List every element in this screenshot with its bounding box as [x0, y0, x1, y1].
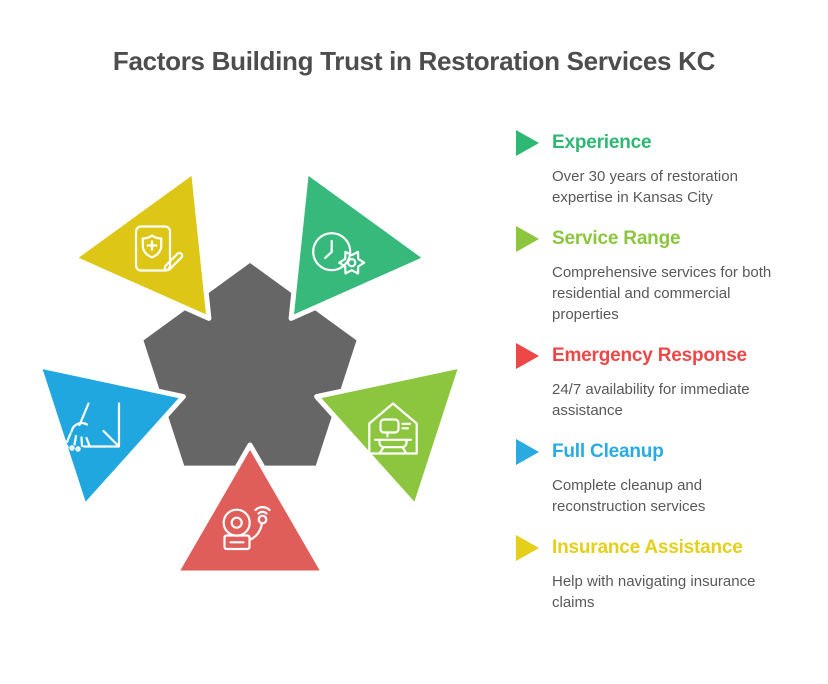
- legend-item-service-range: Service Range Comprehensive services for…: [516, 226, 796, 325]
- insurance-triangle: [71, 168, 212, 321]
- service-range-triangle: [314, 363, 464, 510]
- legend-item-desc: Help with navigating insurance claims: [552, 573, 756, 611]
- house-furniture-icon: [368, 402, 418, 455]
- clock-gear-icon: [312, 232, 366, 275]
- legend-title-row: Full Cleanup: [516, 439, 796, 465]
- page-title: Factors Building Trust in Restoration Se…: [112, 46, 716, 76]
- legend-item-desc: Comprehensive services for both resident…: [552, 264, 772, 323]
- legend-title-row: Service Range: [516, 226, 796, 252]
- segment-full-cleanup: [36, 363, 186, 510]
- legend-title-row: Insurance Assistance: [516, 535, 796, 561]
- legend-item-insurance-assistance: Insurance Assistance Help with navigatin…: [516, 535, 796, 613]
- play-triangle-icon: [516, 130, 539, 156]
- segment-service-range: [314, 363, 464, 510]
- insurance-claim-document-icon: [134, 225, 184, 272]
- play-triangle-icon: [516, 535, 539, 561]
- play-triangle-icon: [516, 226, 539, 252]
- legend-title-row: Experience: [516, 130, 796, 156]
- legend-item-desc: Complete cleanup and reconstruction serv…: [552, 477, 706, 515]
- legend-title-row: Emergency Response: [516, 343, 796, 369]
- legend-item-desc: 24/7 availability for immediate assistan…: [552, 381, 750, 419]
- legend-item-title: Service Range: [552, 228, 681, 249]
- emergency-triangle: [173, 442, 327, 576]
- experience-triangle: [288, 168, 429, 321]
- legend-item-full-cleanup: Full Cleanup Complete cleanup and recons…: [516, 439, 796, 517]
- legend-item-experience: Experience Over 30 years of restoration …: [516, 130, 796, 208]
- legend-item-title: Experience: [552, 132, 652, 153]
- segment-insurance-assistance: [71, 168, 212, 321]
- play-triangle-icon: [516, 343, 539, 369]
- segment-emergency-response: [173, 442, 327, 576]
- pentagon-factors-diagram: [36, 168, 464, 576]
- broom-sweeping-icon: [63, 402, 121, 452]
- legend-item-title: Insurance Assistance: [552, 537, 743, 558]
- legend-item-emergency-response: Emergency Response 24/7 availability for…: [516, 343, 796, 421]
- legend: Experience Over 30 years of restoration …: [516, 130, 796, 631]
- play-triangle-icon: [516, 439, 539, 465]
- legend-item-title: Emergency Response: [552, 345, 747, 366]
- alarm-bell-icon: [222, 506, 271, 551]
- legend-item-title: Full Cleanup: [552, 441, 664, 462]
- segment-experience: [288, 168, 429, 321]
- legend-item-desc: Over 30 years of restoration expertise i…: [552, 168, 738, 206]
- cleanup-triangle: [36, 363, 186, 510]
